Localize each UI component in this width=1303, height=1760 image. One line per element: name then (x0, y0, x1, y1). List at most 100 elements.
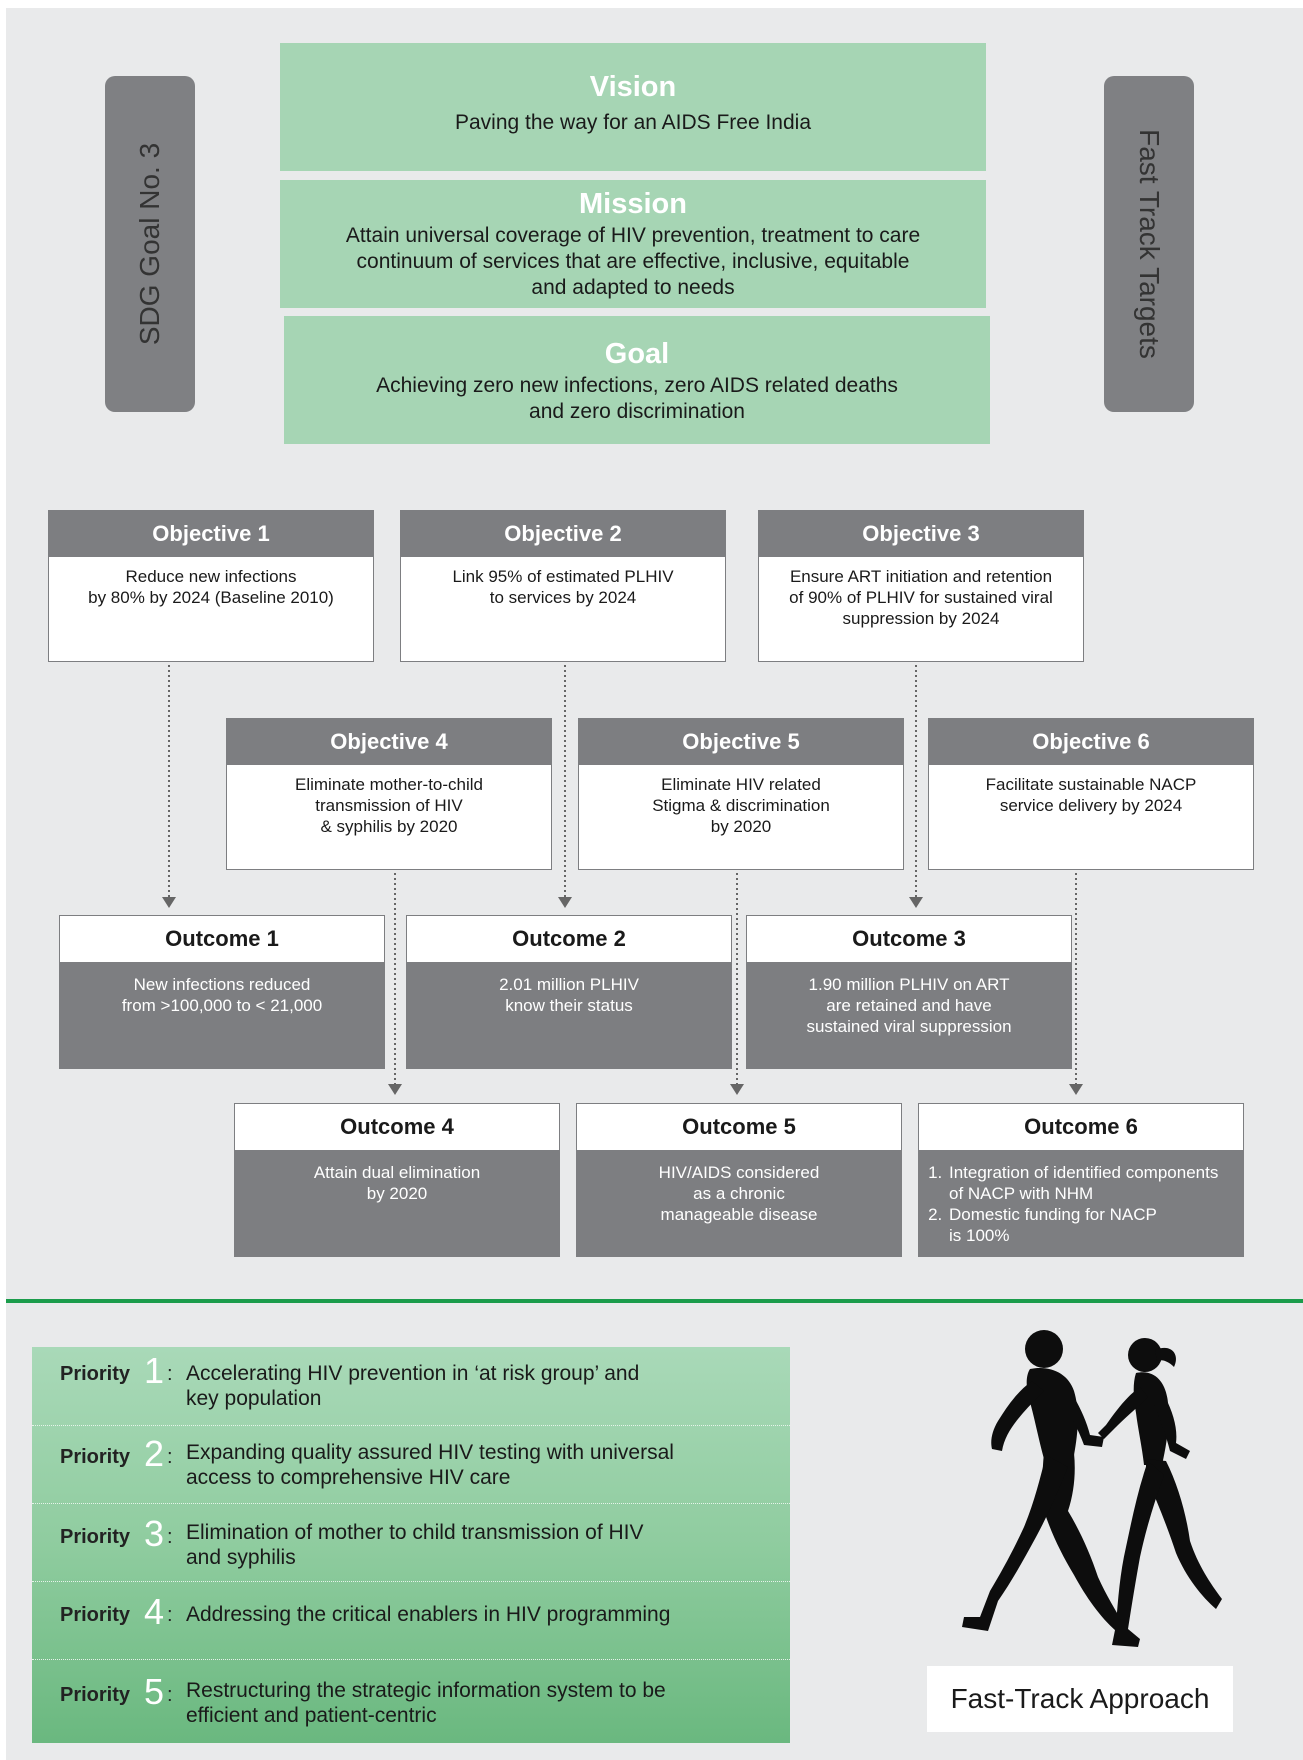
outcome-line: manageable disease (660, 1205, 818, 1224)
objective-3: Objective 3 Ensure ART initiation and re… (758, 510, 1084, 662)
outcome-4: Outcome 4 Attain dual elimination by 202… (234, 1103, 560, 1257)
objective-text: Link 95% of estimated PLHIV to services … (401, 557, 725, 608)
outcome-line: Attain dual elimination (313, 1163, 481, 1182)
objective-line: Reduce new infections (125, 567, 297, 586)
mission-line: and adapted to needs (531, 276, 735, 299)
priority-label: Priority (60, 1604, 131, 1626)
objective-title: Objective 1 (49, 511, 373, 557)
priorities-panel: Priority 1 : Accelerating HIV prevention… (32, 1347, 790, 1743)
objective-6: Objective 6 Facilitate sustainable NACP … (928, 718, 1254, 870)
objective-text: Ensure ART initiation and retention of 9… (759, 557, 1083, 629)
priority-label: Priority (60, 1684, 131, 1706)
goal-line: and zero discrimination (529, 400, 745, 423)
priority-text: Restructuring the strategic information … (186, 1678, 666, 1728)
mission-box: Mission Attain universal coverage of HIV… (280, 180, 986, 308)
priority-line: efficient and patient-centric (186, 1704, 437, 1727)
priority-label: Priority (60, 1526, 131, 1548)
outcome-line: 2.01 million PLHIV (499, 975, 639, 994)
outcome-text: HIV/AIDS considered as a chronic managea… (577, 1150, 901, 1225)
mission-line: Attain universal coverage of HIV prevent… (345, 224, 921, 247)
outcome-3: Outcome 3 1.90 million PLHIV on ART are … (746, 915, 1072, 1069)
outcome-text: 2.01 million PLHIV know their status (407, 962, 731, 1016)
outcome-line: is 100% (949, 1226, 1010, 1245)
mission-line: continuum of services that are effective… (356, 250, 910, 273)
priority-text: Expanding quality assured HIV testing wi… (186, 1440, 674, 1490)
mission-title: Mission (579, 188, 687, 220)
priority-colon: : (167, 1363, 173, 1385)
objective-line: to services by 2024 (489, 588, 637, 607)
outcome-line: from >100,000 to < 21,000 (121, 996, 323, 1015)
objective-line: Facilitate sustainable NACP (985, 775, 1197, 794)
objective-title: Objective 2 (401, 511, 725, 557)
objective-line: by 80% by 2024 (Baseline 2010) (88, 588, 334, 607)
vision-title: Vision (589, 71, 677, 103)
priority-row: Priority 2 : Expanding quality assured H… (32, 1425, 790, 1503)
outcome-title: Outcome 2 (407, 916, 731, 962)
outcome-2: Outcome 2 2.01 million PLHIV know their … (406, 915, 732, 1069)
priority-row: Priority 3 : Elimination of mother to ch… (32, 1503, 790, 1581)
priority-line: Restructuring the strategic information … (186, 1679, 666, 1702)
objective-2: Objective 2 Link 95% of estimated PLHIV … (400, 510, 726, 662)
outcome-1: Outcome 1 New infections reduced from >1… (59, 915, 385, 1069)
outcome-line: Domestic funding for NACP (949, 1205, 1157, 1224)
objective-4: Objective 4 Eliminate mother-to-child tr… (226, 718, 552, 870)
objective-title: Objective 5 (579, 719, 903, 765)
outcome-line: know their status (505, 996, 633, 1015)
outcome-list-item: Domestic funding for NACP is 100% (947, 1204, 1243, 1246)
outcome-line: are retained and have (826, 996, 992, 1015)
priority-line: access to comprehensive HIV care (186, 1466, 511, 1489)
objective-line: suppression by 2024 (842, 609, 1000, 628)
outcome-title: Outcome 6 (919, 1104, 1243, 1150)
priority-colon: : (167, 1446, 173, 1468)
goal-box: Goal Achieving zero new infections, zero… (284, 316, 990, 444)
objective-line: by 2020 (710, 817, 772, 836)
priority-number: 4 (144, 1591, 165, 1632)
priority-text: Elimination of mother to child transmiss… (186, 1520, 644, 1570)
objective-1: Objective 1 Reduce new infections by 80%… (48, 510, 374, 662)
priority-text: Accelerating HIV prevention in ‘at risk … (186, 1361, 639, 1411)
priority-line: key population (186, 1387, 322, 1410)
priority-colon: : (167, 1604, 173, 1626)
outcome-title: Outcome 3 (747, 916, 1071, 962)
outcome-line: New infections reduced (133, 975, 311, 994)
outcome-line: of NACP with NHM (949, 1184, 1094, 1203)
outcome-title: Outcome 1 (60, 916, 384, 962)
objective-text: Eliminate mother-to-child transmission o… (227, 765, 551, 837)
objective-title: Objective 3 (759, 511, 1083, 557)
objective-line: Stigma & discrimination (652, 796, 830, 815)
outcome-line: by 2020 (366, 1184, 428, 1203)
runners-silhouette-icon (962, 1330, 1222, 1647)
outcome-line: as a chronic (693, 1184, 785, 1203)
priority-row: Priority 1 : Accelerating HIV prevention… (32, 1347, 790, 1425)
priority-colon: : (167, 1684, 173, 1706)
priority-line: Accelerating HIV prevention in ‘at risk … (186, 1362, 640, 1385)
connector-lines (162, 660, 1083, 1095)
outcome-5: Outcome 5 HIV/AIDS considered as a chron… (576, 1103, 902, 1257)
outcome-6: Outcome 6 Integration of identified comp… (918, 1103, 1244, 1257)
priority-row: Priority 5 : Restructuring the strategic… (32, 1659, 790, 1743)
priority-label: Priority (60, 1363, 131, 1385)
priority-label: Priority (60, 1446, 131, 1468)
objective-line: Ensure ART initiation and retention (789, 567, 1053, 586)
vision-text: Paving the way for an AIDS Free India (454, 111, 812, 134)
objective-title: Objective 4 (227, 719, 551, 765)
outcome-line: sustained viral suppression (806, 1017, 1012, 1036)
priority-line: Addressing the critical enablers in HIV … (186, 1603, 671, 1626)
fast-track-approach-caption: Fast-Track Approach (927, 1666, 1233, 1732)
priority-number: 2 (144, 1433, 165, 1474)
objective-line: service delivery by 2024 (999, 796, 1183, 815)
priority-text: Addressing the critical enablers in HIV … (186, 1602, 670, 1627)
objective-title: Objective 6 (929, 719, 1253, 765)
priority-line: Elimination of mother to child transmiss… (186, 1521, 644, 1544)
objective-line: Eliminate HIV related (661, 775, 821, 794)
vision-box: Vision Paving the way for an AIDS Free I… (280, 43, 986, 171)
objective-line: Link 95% of estimated PLHIV (452, 567, 674, 586)
fast-track-targets-pill: Fast Track Targets (1104, 76, 1194, 412)
priority-row: Priority 4 : Addressing the critical ena… (32, 1581, 790, 1659)
outcome-line: 1.90 million PLHIV on ART (808, 975, 1010, 994)
goal-title: Goal (604, 338, 670, 370)
priority-line: Expanding quality assured HIV testing wi… (186, 1441, 674, 1464)
objective-text: Reduce new infections by 80% by 2024 (Ba… (49, 557, 373, 608)
section-separator (6, 1299, 1303, 1303)
outcome-line: Integration of identified components (949, 1163, 1219, 1182)
